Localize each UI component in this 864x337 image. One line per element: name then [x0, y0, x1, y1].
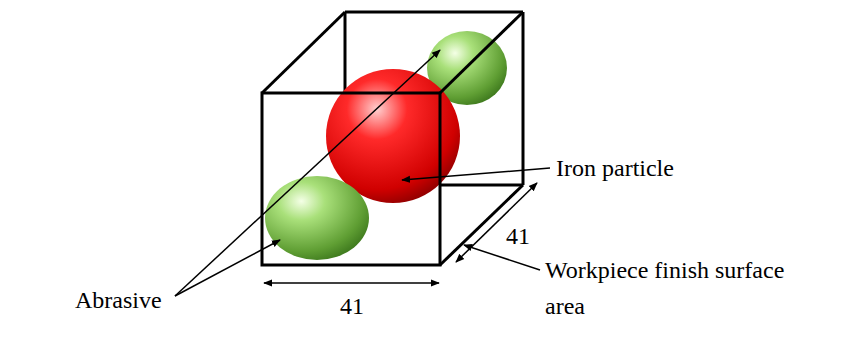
abrasive-sphere: [265, 176, 369, 260]
dimension-lines: [264, 183, 537, 283]
callout-label: Workpiece finish surface area: [545, 252, 815, 324]
callout-label: Abrasive: [75, 282, 162, 318]
leader-lines: [175, 50, 550, 296]
cube-front-edges: [262, 12, 523, 265]
dimension-label: 41: [340, 288, 364, 324]
dimension-label: 41: [506, 218, 530, 254]
callout-label: Iron particle: [556, 150, 674, 186]
